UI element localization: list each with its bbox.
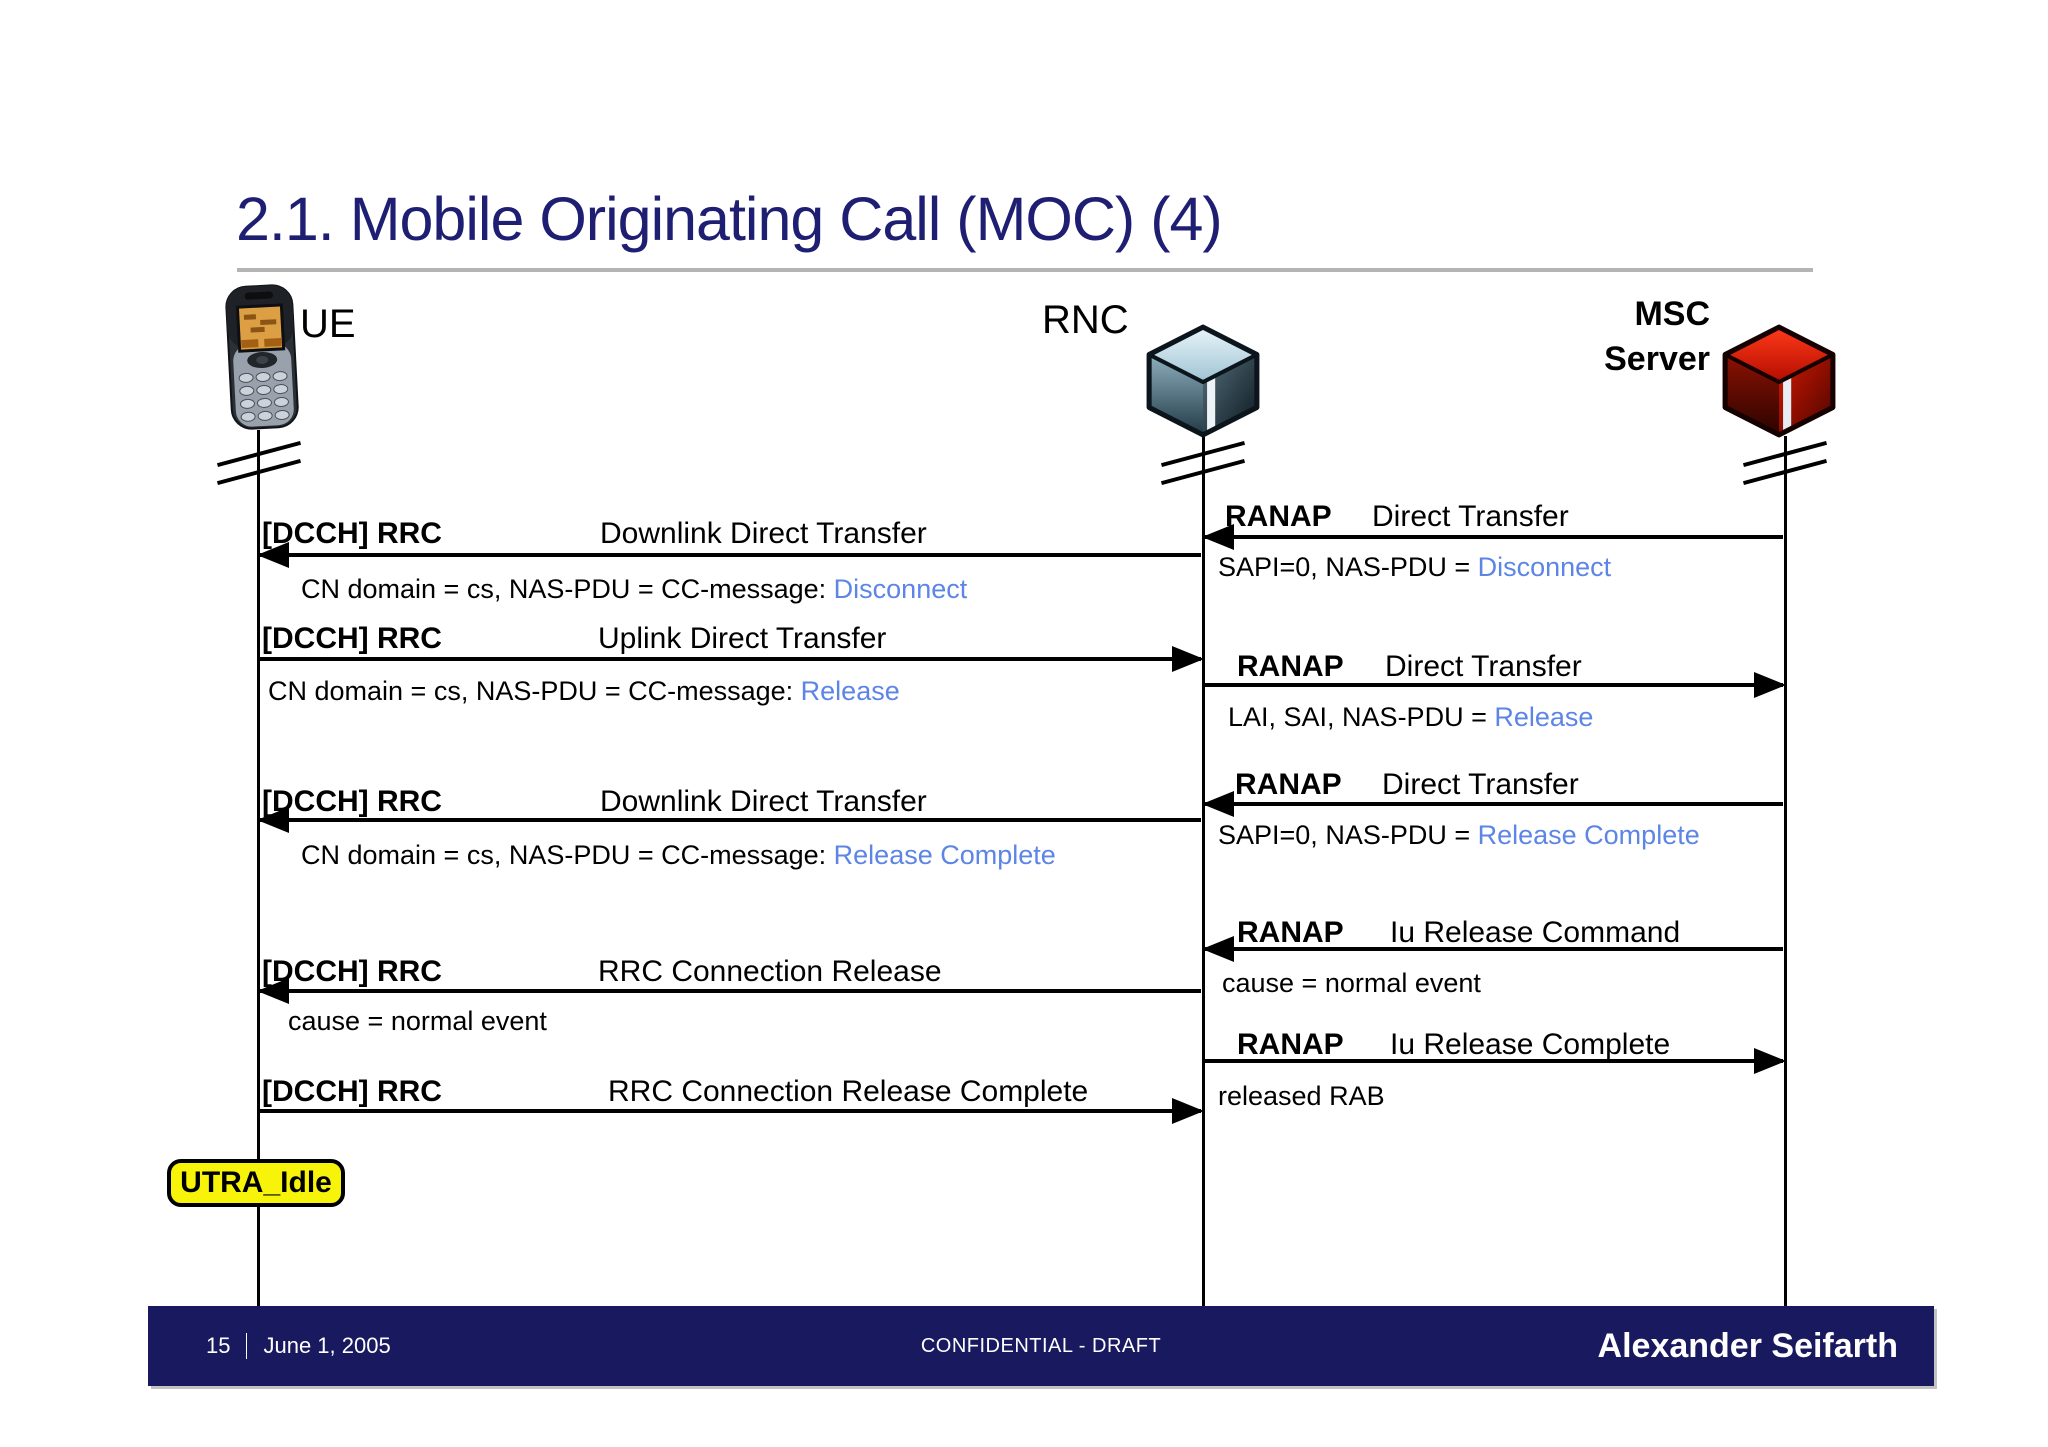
message-name: Direct Transfer [1372, 500, 1569, 533]
page-title: 2.1. Mobile Originating Call (MOC) (4) [236, 185, 1223, 253]
message-param-value: Disconnect [1477, 552, 1612, 582]
message-param: CN domain = cs, NAS-PDU = CC-message: [301, 574, 834, 604]
message-name: Direct Transfer [1382, 768, 1579, 801]
message-arrow [258, 1098, 1204, 1124]
message-arrow [1202, 791, 1785, 817]
message-param: SAPI=0, NAS-PDU = [1218, 820, 1478, 850]
message-protocol: [DCCH] RRC [262, 1075, 442, 1108]
message-arrow [1202, 936, 1785, 962]
message-param-value: Release Complete [833, 840, 1056, 870]
message-param-value: Release Complete [1477, 820, 1700, 850]
footer-page-number: 15 [206, 1333, 231, 1358]
network-cube-icon [1142, 324, 1264, 438]
footer-separator [246, 1333, 248, 1359]
message-name: Direct Transfer [1385, 650, 1582, 683]
message-param-value: Disconnect [833, 574, 968, 604]
lifeline-rnc [1202, 436, 1205, 1306]
message-arrow [1203, 672, 1786, 698]
message-protocol: RANAP [1237, 916, 1344, 949]
message-param: SAPI=0, NAS-PDU = [1218, 552, 1478, 582]
message-protocol: [DCCH] RRC [262, 955, 442, 988]
title-divider [237, 268, 1813, 272]
message-protocol: [DCCH] RRC [262, 622, 442, 655]
message-arrow [1203, 1048, 1786, 1074]
message-name: Iu Release Command [1390, 916, 1681, 949]
lifeline-ue [257, 430, 260, 1306]
message-param: CN domain = cs, NAS-PDU = CC-message: [301, 840, 834, 870]
message-arrow [257, 807, 1203, 833]
entity-label-ue: UE [300, 302, 356, 346]
message-arrow [258, 646, 1204, 672]
message-protocol: [DCCH] RRC [262, 517, 442, 550]
message-protocol: RANAP [1225, 500, 1332, 533]
message-name: RRC Connection Release Complete [608, 1075, 1089, 1108]
server-cube-icon [1718, 324, 1840, 438]
message-name: RRC Connection Release [598, 955, 942, 988]
mobile-phone-icon [225, 280, 299, 432]
message-param-value: Release [1494, 702, 1594, 732]
entity-label-msc: MSC Server [1604, 295, 1710, 378]
message-arrow [257, 542, 1203, 568]
message-name: Uplink Direct Transfer [598, 622, 887, 655]
message-protocol: RANAP [1237, 650, 1344, 683]
footer-date: June 1, 2005 [263, 1333, 391, 1358]
footer-classification: CONFIDENTIAL - DRAFT [920, 1334, 1162, 1357]
footer-page-date: 15 June 1, 2005 [206, 1333, 391, 1359]
message-name: Downlink Direct Transfer [600, 785, 927, 818]
state-badge: UTRA_Idle [167, 1159, 345, 1207]
message-protocol: RANAP [1235, 768, 1342, 801]
message-param: released RAB [1218, 1081, 1385, 1111]
message-name: Downlink Direct Transfer [600, 517, 927, 550]
lifeline-msc [1784, 436, 1787, 1306]
message-name: Iu Release Complete [1390, 1028, 1671, 1061]
message-param: cause = normal event [288, 1006, 547, 1036]
message-protocol: [DCCH] RRC [262, 785, 442, 818]
message-param: LAI, SAI, NAS-PDU = [1228, 702, 1495, 732]
message-param-value: Release [800, 676, 900, 706]
entity-label-rnc: RNC [1042, 298, 1129, 342]
message-arrow [257, 978, 1203, 1004]
message-protocol: RANAP [1237, 1028, 1344, 1061]
footer-bar: 15 June 1, 2005 CONFIDENTIAL - DRAFT Ale… [148, 1306, 1934, 1386]
message-arrow [1202, 524, 1785, 550]
footer-author: Alexander Seifarth [1597, 1326, 1898, 1365]
message-param: CN domain = cs, NAS-PDU = CC-message: [268, 676, 801, 706]
message-param: cause = normal event [1222, 968, 1481, 998]
